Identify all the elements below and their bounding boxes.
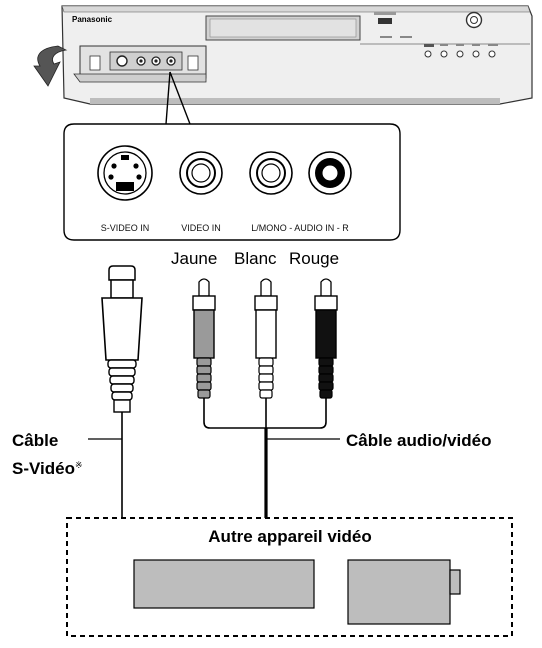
audio-left-jack[interactable] — [249, 151, 293, 195]
video-jack-label: VIDEO IN — [181, 223, 221, 233]
audio-right-jack[interactable] — [308, 151, 352, 195]
open-close-button[interactable] — [378, 18, 392, 24]
vcr-illustration — [133, 559, 315, 609]
video-jack[interactable] — [179, 151, 223, 195]
svideo-jack-label: S-VIDEO IN — [101, 223, 150, 233]
svideo-cable-label-line1: Câble — [12, 431, 58, 450]
color-label-white: Blanc — [234, 249, 277, 268]
yellow-plug — [192, 278, 216, 399]
camcorder-illustration — [347, 559, 451, 625]
red-plug — [314, 278, 338, 399]
control-buttons[interactable] — [380, 36, 498, 58]
audio-jacks-label: L/MONO - AUDIO IN - R — [251, 223, 349, 233]
other-video-device: Autre appareil vidéo — [66, 517, 513, 637]
svideo-cable — [101, 265, 143, 518]
white-plug — [254, 278, 278, 399]
svideo-cable-label-line2: S-Vidéo※ — [12, 459, 83, 478]
jack-panel: S-VIDEO IN VIDEO IN L/MONO - AUDIO IN - … — [63, 123, 401, 241]
color-label-red: Rouge — [289, 249, 339, 268]
av-cable-label: Câble audio/vidéo — [346, 431, 491, 450]
footnote-mark: ※ — [75, 460, 83, 470]
brand-logo: Panasonic — [72, 15, 113, 24]
svideo-jack[interactable] — [97, 145, 153, 201]
dvd-recorder: Panasonic — [33, 5, 533, 105]
open-cover-arrow-icon — [33, 45, 68, 87]
device-title: Autre appareil vidéo — [208, 527, 371, 546]
color-label-yellow: Jaune — [171, 249, 217, 268]
av-cable — [192, 278, 338, 518]
